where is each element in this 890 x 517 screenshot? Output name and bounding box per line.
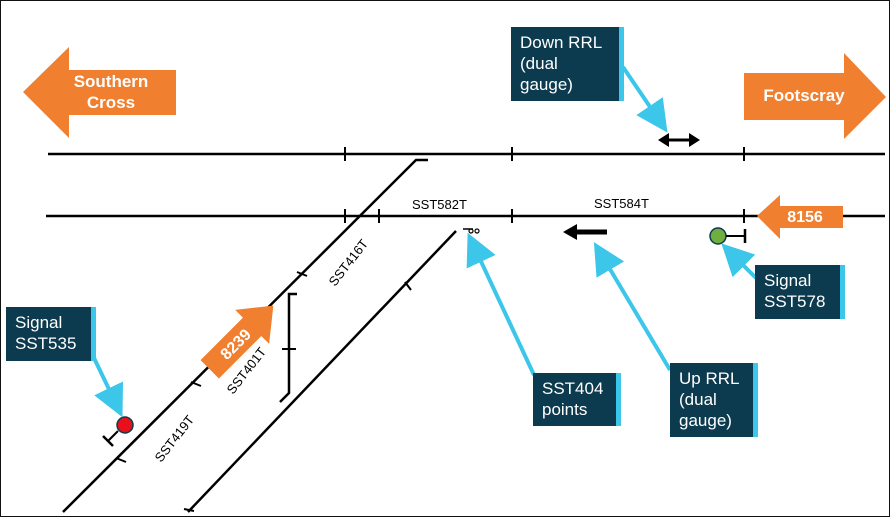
signal-sst578-leader — [721, 243, 758, 280]
up-rrl-line3: gauge) — [679, 411, 732, 430]
southern-cross-direction-arrow: Southern Cross — [23, 47, 176, 138]
up-direction-arrow-icon — [563, 224, 607, 240]
down-rrl-line2: (dual — [520, 54, 558, 73]
callout-leaders — [92, 65, 758, 418]
signal-sst535-callout: Signal SST535 — [6, 307, 96, 361]
signal-sst535-icon — [102, 416, 134, 447]
sst404-line2: points — [542, 400, 588, 419]
sst404-points-icon — [463, 228, 480, 234]
train-8156-label: 8156 — [787, 209, 823, 226]
down-rrl-line1: Down RRL — [520, 33, 603, 52]
signal-sst535-leader — [92, 357, 124, 418]
down-track-joints — [344, 147, 745, 161]
sst404-callout: SST404 points — [533, 373, 621, 426]
diagonal-track-joints — [115, 271, 412, 512]
signal-sst535-line2: SST535 — [15, 334, 77, 353]
sst404-leader — [466, 232, 536, 376]
track-label-sst419t: SST419T — [152, 412, 198, 465]
signal-sst578-callout: Signal SST578 — [755, 265, 845, 319]
up-rrl-line1: Up RRL — [679, 369, 740, 388]
up-rrl-line2: (dual — [679, 390, 717, 409]
train-8156-arrow: 8156 — [757, 195, 843, 239]
up-rrl-callout: Up RRL (dual gauge) — [670, 363, 758, 437]
down-rrl-callout: Down RRL (dual gauge) — [511, 27, 624, 101]
up-rrl-leader — [593, 242, 672, 372]
down-rrl-leader — [621, 65, 668, 133]
bidirectional-arrow-icon — [658, 133, 700, 147]
crossover-track-lower — [187, 230, 457, 513]
down-rrl-line3: gauge) — [520, 75, 573, 94]
southern-cross-label-2: Cross — [87, 93, 135, 112]
track-label-sst584t: SST584T — [594, 196, 649, 211]
sst404-line1: SST404 — [542, 379, 604, 398]
track-label-sst582t: SST582T — [412, 197, 467, 212]
southern-cross-label-1: Southern — [74, 72, 149, 91]
signal-sst578-icon — [709, 227, 747, 245]
siding-track — [279, 292, 297, 403]
up-track-joints — [344, 209, 745, 223]
signal-sst535-line1: Signal — [15, 313, 63, 332]
footscray-label: Footscray — [763, 86, 845, 105]
signal-sst578-line1: Signal — [764, 271, 812, 290]
signal-sst578-line2: SST578 — [764, 292, 826, 311]
footscray-direction-arrow: Footscray — [744, 53, 886, 139]
crossover-track-upper — [62, 158, 428, 513]
